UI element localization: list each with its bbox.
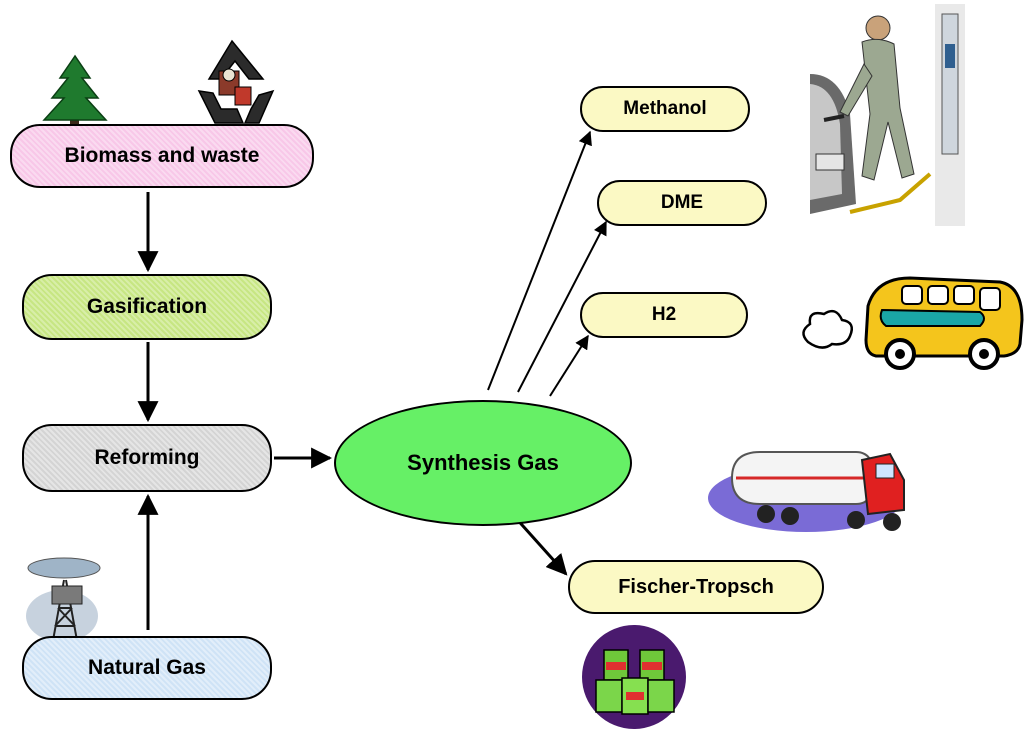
pine-tree-icon	[42, 54, 108, 132]
node-label: Methanol	[623, 98, 707, 119]
gas-rig-icon	[26, 557, 101, 647]
bus-icon	[802, 276, 1024, 370]
node-label: Natural Gas	[88, 656, 206, 679]
arrow-synthesis-to-dme	[517, 220, 607, 393]
node-label: H2	[651, 304, 677, 325]
recycle-icon	[197, 39, 275, 124]
node-synthesis-gas: Synthesis Gas	[334, 400, 632, 526]
node-label: Biomass and waste	[64, 144, 260, 167]
fuel-barrels-icon	[582, 625, 686, 729]
node-label: Synthesis Gas	[407, 450, 559, 475]
node-fischer-tropsch: Fischer-Tropsch	[568, 560, 824, 614]
node-h2: H2	[580, 292, 748, 338]
node-dme: DME	[597, 180, 767, 226]
arrow-synthesis-to-fischer	[512, 514, 568, 576]
node-label: Reforming	[94, 446, 200, 469]
node-natural-gas: Natural Gas	[22, 636, 272, 700]
arrow-synthesis-to-h2	[549, 334, 589, 397]
node-reforming: Reforming	[22, 424, 272, 492]
node-label: DME	[660, 192, 704, 213]
node-label: Gasification	[86, 295, 208, 318]
arrow-synthesis-to-methanol	[487, 130, 592, 391]
fuel-pump-attendant-icon	[810, 4, 965, 226]
node-biomass-and-waste: Biomass and waste	[10, 124, 314, 188]
node-methanol: Methanol	[580, 86, 750, 132]
node-label: Fischer-Tropsch	[618, 575, 774, 598]
tanker-truck-icon	[708, 451, 905, 532]
node-gasification: Gasification	[22, 274, 272, 340]
